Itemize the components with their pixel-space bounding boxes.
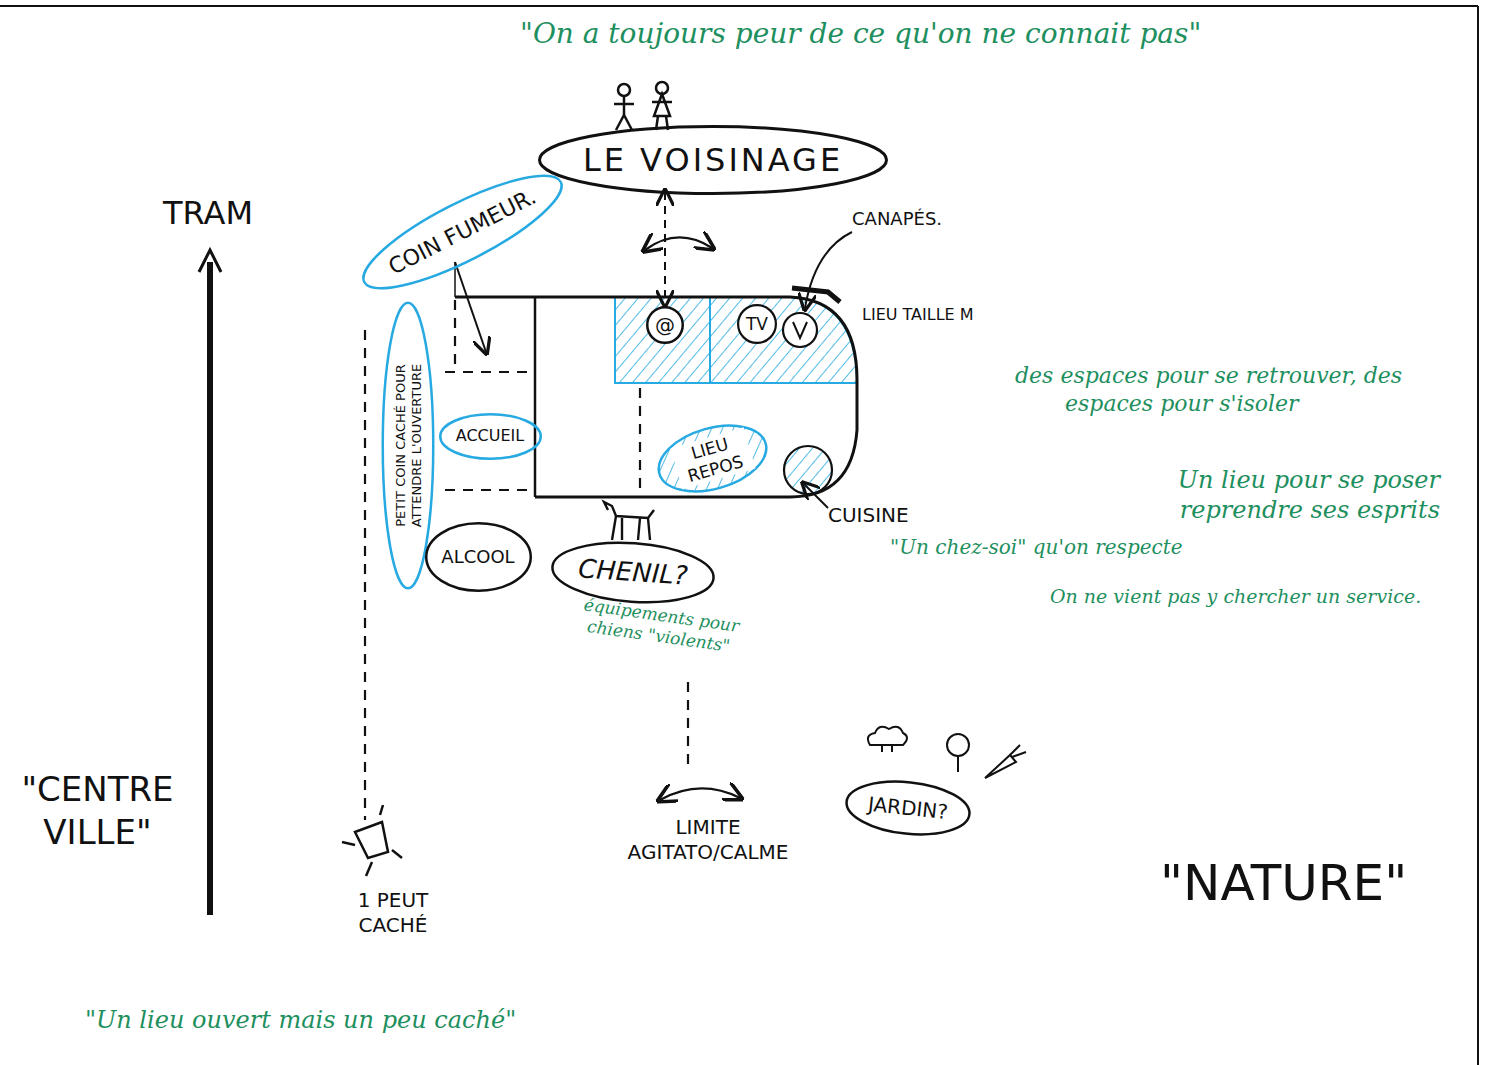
dashed-connector bbox=[664, 192, 666, 304]
quote-note: "On a toujours peur de ce qu'on ne conna… bbox=[520, 16, 1201, 51]
reception-ellipse: ACCUEIL bbox=[439, 413, 542, 460]
nature-icons bbox=[868, 727, 1026, 778]
tv-circle: TV bbox=[737, 304, 777, 344]
node-text: ACCUEIL bbox=[456, 426, 524, 445]
lamp-icon bbox=[342, 805, 402, 876]
service-note: On ne vient pas y chercher un service. bbox=[1050, 585, 1421, 609]
garden-ellipse: JARDIN? bbox=[843, 775, 974, 842]
kennel-ellipse: CHENIL? bbox=[549, 536, 717, 608]
node-text: JARDIN? bbox=[867, 792, 949, 824]
smoking-corner-ellipse: COIN FUMEUR. bbox=[349, 155, 575, 310]
node-text: PETIT COIN CACHÉ POUR ATTENDRE L'OUVERTU… bbox=[392, 330, 423, 560]
city-centre-label: "CENTRE VILLE" bbox=[10, 768, 185, 853]
node-text: CHENIL? bbox=[577, 553, 688, 592]
node-text: TV bbox=[746, 314, 768, 334]
lamp-label: 1 PEUT CACHÉ bbox=[338, 888, 448, 938]
tram-label: TRAM bbox=[163, 193, 253, 233]
rest-area-blob: LIEU REPOS bbox=[649, 412, 775, 504]
people-icon bbox=[614, 82, 672, 130]
spaces-note: des espaces pour se retrouver, des espac… bbox=[1015, 362, 1415, 417]
sofa-label: CANAPÉS. bbox=[852, 208, 942, 231]
node-text: ALCOOL bbox=[441, 546, 514, 568]
dog-icon bbox=[604, 502, 654, 540]
node-text: LE VOISINAGE bbox=[583, 141, 843, 179]
alcohol-ellipse: ALCOOL bbox=[425, 522, 532, 592]
limit-label: LIMITE AGITATO/CALME bbox=[598, 815, 818, 865]
open-place-note: "Un lieu ouvert mais un peu caché" bbox=[85, 1005, 516, 1035]
rest-note: Un lieu pour se poser reprendre ses espr… bbox=[1120, 465, 1440, 525]
waiting-corner-ellipse: PETIT COIN CACHÉ POUR ATTENDRE L'OUVERTU… bbox=[382, 301, 435, 589]
kitchen-label: CUISINE bbox=[828, 503, 909, 528]
nature-label: "NATURE" bbox=[1160, 852, 1407, 915]
neighbourhood-ellipse: LE VOISINAGE bbox=[538, 125, 888, 195]
internet-circle: @ bbox=[646, 306, 684, 344]
size-label: LIEU TAILLE M bbox=[862, 305, 974, 325]
home-note: "Un chez-soi" qu'on respecte bbox=[890, 535, 1183, 560]
node-text: @ bbox=[655, 313, 675, 337]
